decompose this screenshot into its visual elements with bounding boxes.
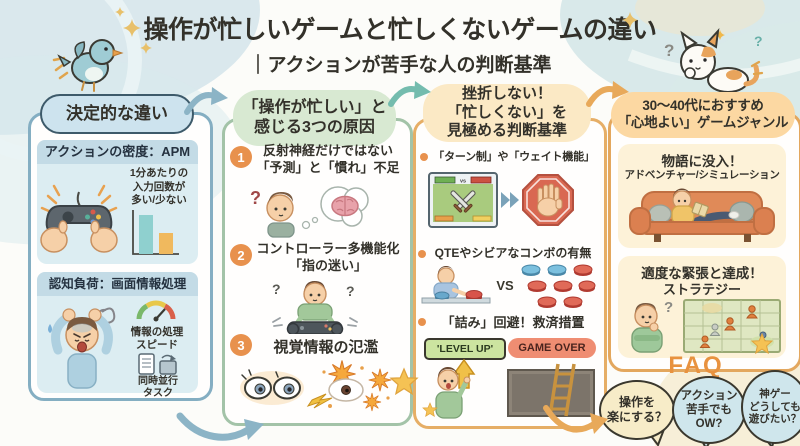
button-mash-icon bbox=[521, 264, 596, 308]
cause-1-number: 1 bbox=[230, 146, 252, 168]
apm-bar-chart bbox=[132, 210, 179, 255]
question-mark: ? bbox=[250, 188, 261, 208]
criteria-2-text: QTEやシビアなコンボの有無 bbox=[434, 246, 592, 260]
column2-header: 「操作が忙しい」と 感じる3つの原因 bbox=[233, 90, 396, 146]
mini-vs-label: vs bbox=[460, 179, 466, 185]
column3-header-label: 挫折しない！ 「忙しくない」を 見極める判断基準 bbox=[446, 84, 567, 140]
column3-header: 挫折しない！ 「忙しくない」を 見極める判断基準 bbox=[423, 84, 591, 142]
criteria-3-bullet bbox=[418, 318, 426, 326]
turn-based-screen-illustration: vs bbox=[428, 172, 498, 228]
criteria-3-text: 「詰み」回避！救済措置 bbox=[441, 315, 585, 330]
qte-person-illustration bbox=[421, 266, 491, 304]
question-mark: ? bbox=[754, 33, 763, 49]
apm-caption: 1分あたりの 入力回数が 多い/少ない bbox=[129, 167, 189, 207]
adventure-line2: アドベンチャー/シミュレーション bbox=[624, 169, 780, 181]
column4-header-label: 30〜40代におすすめ 「心地よい」ゲームジャンル bbox=[617, 98, 789, 130]
processing-speed-label: 情報の処理 スピード bbox=[130, 326, 184, 352]
cause-2-text: コントローラー多機能化 「指の迷い」 bbox=[256, 241, 400, 273]
criteria-2-bullet bbox=[418, 250, 426, 258]
fast-forward-icon bbox=[501, 192, 519, 208]
question-mark: ? bbox=[664, 41, 674, 60]
strategy-line2: ストラテジー bbox=[662, 282, 741, 297]
thinking-person-illustration: ? bbox=[631, 299, 673, 353]
stop-hand-icon bbox=[522, 174, 574, 226]
question-mark: ? bbox=[272, 281, 281, 297]
stressed-person-illustration bbox=[48, 307, 116, 389]
cause-1-text: 反射神経だけではない 「予測」と「慣れ」不足 bbox=[256, 143, 400, 175]
prediction-illustration: ? bbox=[250, 186, 369, 238]
couch-reading-illustration bbox=[629, 188, 775, 242]
column4-header: 30〜40代におすすめ 「心地よい」ゲームジャンル bbox=[611, 92, 795, 138]
page-title: 操作が忙しいゲームと忙しくないゲームの違い ｜アクションが苦手な人の判断基準 bbox=[130, 10, 670, 77]
question-mark: ? bbox=[346, 283, 355, 299]
criteria-1-bullet bbox=[420, 153, 428, 161]
parallel-task-label: 同時並行 タスク bbox=[138, 376, 178, 399]
title-line1: 操作が忙しいゲームと忙しくないゲームの違い bbox=[143, 16, 657, 44]
finger-confusion-illustration: ? ? bbox=[272, 281, 358, 334]
faq-bubble-2: アクション 苦手でも OW? bbox=[672, 376, 746, 444]
controller-illustration bbox=[40, 184, 118, 253]
faq-bubble-2-text: アクション 苦手でも OW? bbox=[680, 389, 738, 430]
level-up-person-illustration bbox=[435, 358, 476, 419]
level-up-label: 'LEVEL UP' bbox=[424, 338, 506, 360]
faq-bubble-1-text: 操作を 楽にする？ bbox=[606, 395, 668, 424]
faq-bubble-3: 神ゲー どうしても 遊びたい？ bbox=[741, 370, 800, 444]
bird-illustration bbox=[52, 39, 124, 92]
criteria-1-text: 「ターン制」や「ウェイト機能」 bbox=[433, 151, 595, 163]
cause-3-number: 3 bbox=[230, 334, 252, 356]
gauge-icon bbox=[136, 300, 176, 322]
cause-3-text: 視覚情報の氾濫 bbox=[273, 339, 379, 356]
cat-illustration: ? ? bbox=[664, 27, 764, 93]
strategy-line1: 適度な緊張と達成！ bbox=[641, 266, 763, 281]
column1-header-label: 決定的な違い bbox=[66, 104, 168, 124]
column1-header: 決定的な違い bbox=[40, 94, 194, 134]
faq-bubble-3-text: 神ゲー どうしても 遊びたい？ bbox=[748, 387, 800, 426]
game-over-label: GAME OVER bbox=[508, 338, 596, 358]
adventure-line1: 物語に没入！ bbox=[661, 154, 743, 169]
cause-2-number: 2 bbox=[230, 244, 252, 266]
strategy-board-illustration bbox=[683, 299, 781, 353]
cognitive-load-title: 認知負荷：画面情報処理 bbox=[37, 272, 198, 296]
faq-bubble-1: 操作を 楽にする？ bbox=[599, 380, 675, 440]
visual-overload-illustration bbox=[240, 360, 392, 412]
title-line2: ｜アクションが苦手な人の判断基準 bbox=[248, 55, 552, 76]
question-mark: ? bbox=[664, 299, 673, 316]
multitask-icon bbox=[138, 353, 177, 375]
vs-label: VS bbox=[496, 278, 514, 293]
apm-box-title: アクションの密度：APM bbox=[37, 140, 198, 164]
pit-ladder-illustration bbox=[507, 363, 595, 417]
faq-heading: FAQ bbox=[668, 352, 724, 379]
column2-header-label: 「操作が忙しい」と 感じる3つの原因 bbox=[242, 99, 387, 136]
